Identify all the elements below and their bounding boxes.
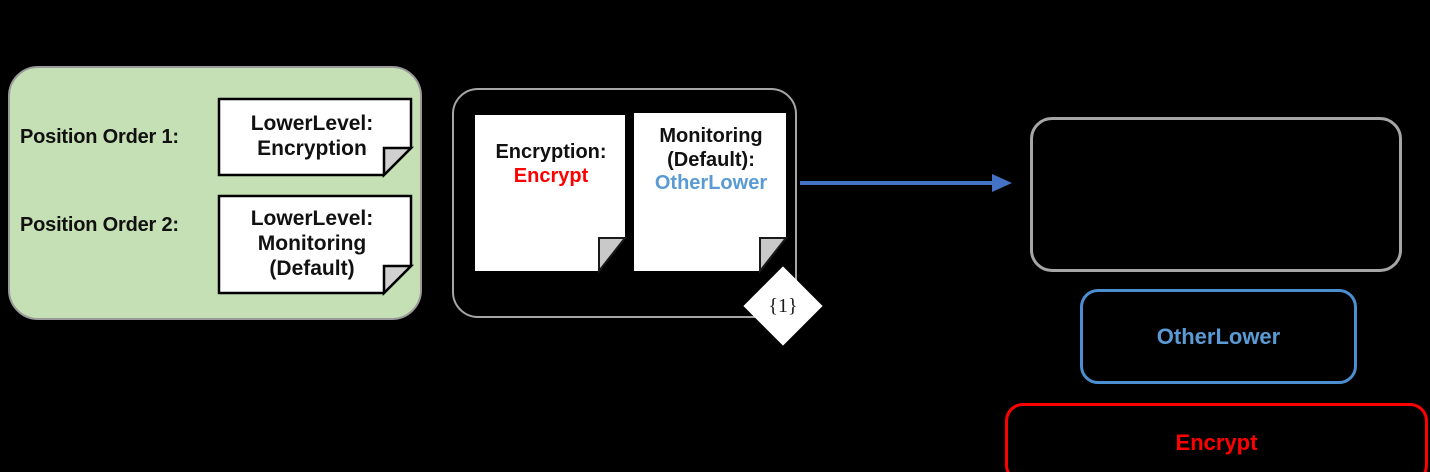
note-line: Encryption: bbox=[495, 141, 607, 163]
note-encryption-encrypt-text: Encryption: Encrypt bbox=[475, 115, 625, 271]
position-order-panel: Position Order 1: Position Order 2: Lowe… bbox=[8, 66, 422, 320]
note-monitoring-otherlower[interactable]: Monitoring (Default): OtherLower bbox=[634, 113, 789, 274]
result-box-otherlower[interactable]: OtherLower bbox=[1080, 289, 1357, 384]
note-shape-icon bbox=[217, 194, 415, 297]
result-box-encrypt[interactable]: Encrypt bbox=[1005, 403, 1428, 472]
note-encryption-encrypt[interactable]: Encryption: Encrypt bbox=[475, 115, 628, 274]
note-lowerlevel-monitoring[interactable]: LowerLevel: Monitoring (Default) bbox=[217, 194, 415, 297]
note-value: Encrypt bbox=[513, 164, 589, 187]
note-shape-icon bbox=[475, 115, 628, 274]
multiplicity-badge: {1} bbox=[743, 266, 823, 346]
result-box-empty[interactable] bbox=[1030, 117, 1402, 272]
note-lowerlevel-encryption[interactable]: LowerLevel: Encryption bbox=[217, 97, 415, 179]
multiplicity-badge-label: {1} bbox=[768, 294, 798, 317]
note-lowerlevel-encryption-text: LowerLevel: Encryption bbox=[218, 98, 412, 176]
note-shape-icon bbox=[217, 97, 415, 179]
note-monitoring-otherlower-text: Monitoring (Default): OtherLower bbox=[634, 113, 786, 271]
resolution-arrow-icon bbox=[800, 174, 1012, 192]
note-line: Encryption bbox=[257, 137, 367, 160]
result-box-encrypt-label: Encrypt bbox=[1175, 430, 1258, 455]
note-line: LowerLevel: bbox=[250, 112, 374, 136]
note-shape-icon bbox=[634, 113, 789, 274]
position-order-1-label: Position Order 1: bbox=[20, 126, 179, 148]
note-line: Monitoring bbox=[659, 125, 763, 147]
result-box-otherlower-label: OtherLower bbox=[1156, 323, 1281, 349]
position-order-2-label: Position Order 2: bbox=[20, 214, 179, 236]
note-line: (Default): bbox=[667, 148, 755, 171]
policy-set-container bbox=[452, 88, 797, 318]
note-lowerlevel-monitoring-text: LowerLevel: Monitoring (Default) bbox=[218, 195, 412, 294]
note-line: LowerLevel: bbox=[250, 207, 374, 231]
note-value: OtherLower bbox=[654, 172, 768, 195]
note-line: (Default) bbox=[269, 256, 355, 280]
note-line: Monitoring bbox=[257, 232, 367, 256]
